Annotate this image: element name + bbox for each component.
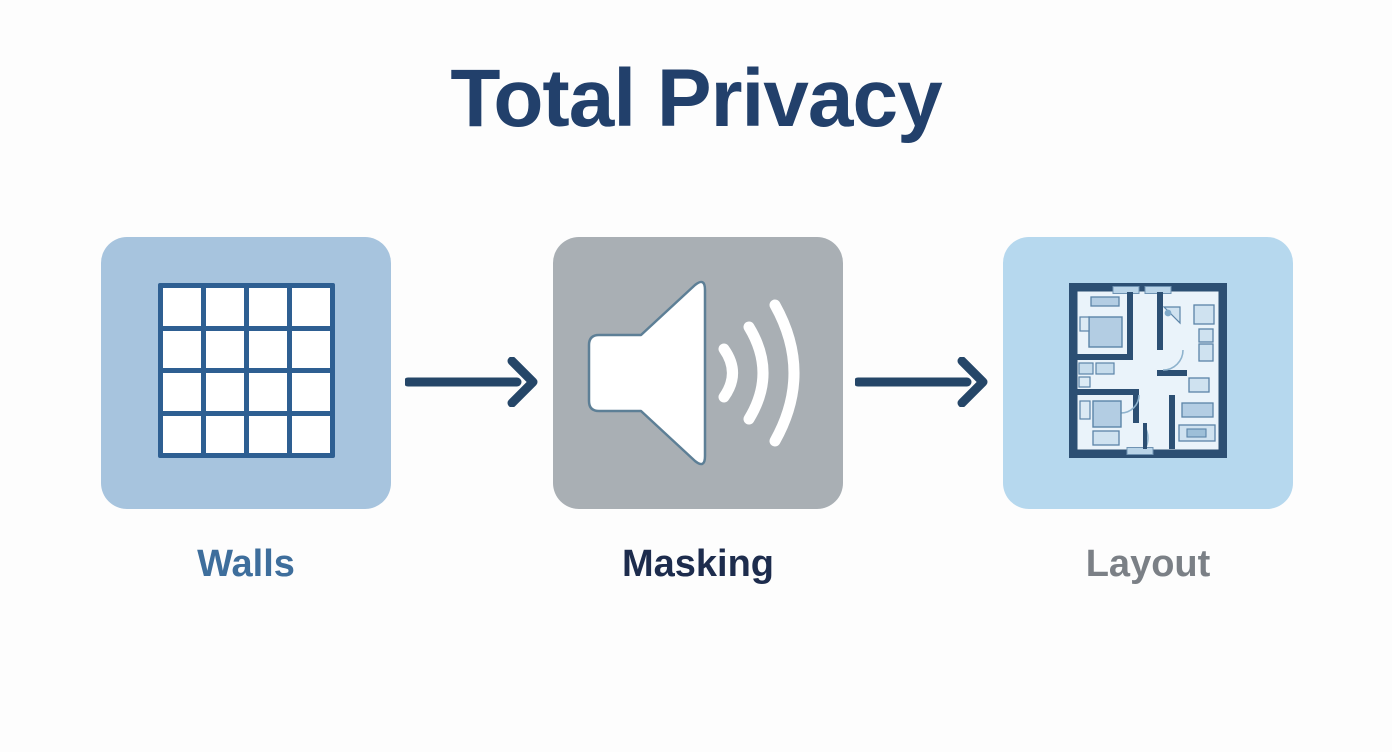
grid-cell bbox=[292, 330, 330, 368]
masking-panel[interactable] bbox=[553, 237, 843, 509]
grid-cell bbox=[249, 373, 287, 411]
grid-cell bbox=[249, 288, 287, 326]
grid-cell bbox=[163, 288, 201, 326]
walls-label: Walls bbox=[197, 543, 295, 585]
grid-cell bbox=[292, 288, 330, 326]
grid-cell bbox=[206, 373, 244, 411]
flow-step-walls[interactable]: Walls bbox=[101, 237, 391, 583]
grid-cell bbox=[163, 373, 201, 411]
page-title: Total Privacy bbox=[450, 53, 942, 144]
walls-panel[interactable] bbox=[101, 237, 391, 509]
grid-cell bbox=[249, 330, 287, 368]
grid-cell bbox=[292, 415, 330, 453]
speaker-volume-icon bbox=[583, 273, 813, 473]
grid-cell bbox=[163, 330, 201, 368]
flow-step-masking[interactable]: Masking bbox=[553, 237, 843, 583]
layout-panel[interactable] bbox=[1003, 237, 1293, 509]
grid-icon bbox=[158, 283, 335, 458]
grid-cell bbox=[206, 330, 244, 368]
grid-cell bbox=[206, 288, 244, 326]
masking-label: Masking bbox=[621, 543, 775, 585]
arrow-walls-to-masking bbox=[403, 356, 545, 408]
floorplan-icon bbox=[1068, 282, 1228, 459]
process-flow: Walls bbox=[0, 237, 1392, 617]
flow-step-layout[interactable]: Layout bbox=[1003, 237, 1293, 583]
grid-cell bbox=[206, 415, 244, 453]
grid-cell bbox=[292, 373, 330, 411]
layout-label: Layout bbox=[1085, 543, 1211, 585]
grid-cell bbox=[249, 415, 287, 453]
grid-cell bbox=[163, 415, 201, 453]
arrow-masking-to-layout bbox=[853, 356, 995, 408]
